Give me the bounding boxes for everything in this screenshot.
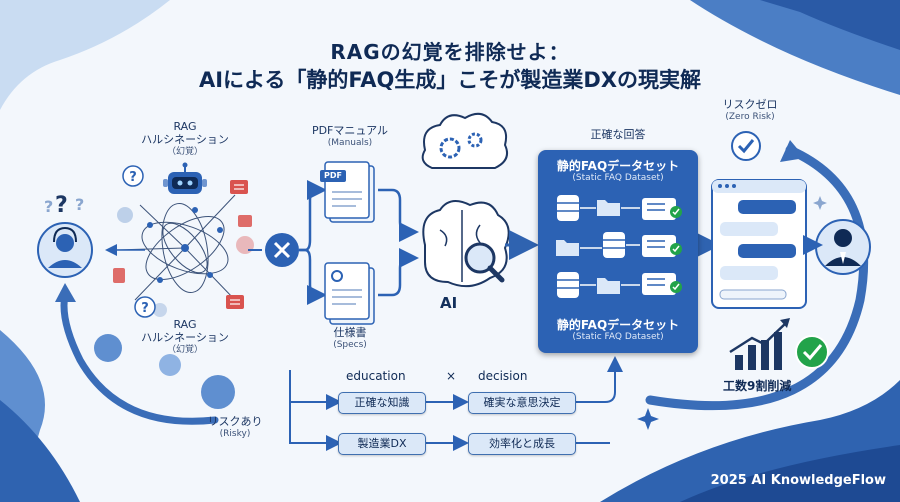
block-x-icon — [265, 233, 299, 267]
robot-icon — [163, 162, 207, 194]
decision-label: decision — [478, 369, 528, 383]
pdf-document-icon — [320, 161, 375, 223]
zero-risk-check-icon — [731, 131, 761, 161]
question-bubble-icon: ? ? — [122, 165, 156, 318]
ai-brain-icon — [422, 200, 510, 288]
specs-document-icon — [324, 262, 375, 325]
sparkle-icon — [637, 408, 659, 430]
faq-panel-title-top: 静的FAQデータセット — [556, 159, 680, 173]
folder-icon — [556, 200, 620, 294]
faq-panel-sub-top: (Static FAQ Dataset) — [572, 173, 664, 183]
growth-chart-icon — [729, 318, 790, 370]
footer-credit: 2025 AI KnowledgeFlow — [710, 473, 886, 488]
risky-swirl-arrow — [60, 291, 219, 425]
title-line-2: AIによる「静的FAQ生成」こそが製造業DXの現実解 — [198, 68, 702, 92]
support-user-avatar — [37, 222, 93, 278]
faq-panel-sub-bottom: (Static FAQ Dataset) — [572, 332, 664, 342]
cycle-arrow — [645, 145, 869, 411]
rag-top-label: RAG ハルシネーション （幻覚） — [141, 120, 229, 157]
title-line-1: RAGの幻覚を排除せよ： — [330, 40, 570, 64]
bg-wave-top-left — [0, 0, 170, 110]
manufacturing-dx-box: 製造業DX — [338, 433, 426, 455]
success-check-icon — [795, 335, 829, 369]
brain-gears-icon — [421, 112, 508, 169]
reliable-decision-box: 確実な意思決定 — [468, 392, 576, 414]
accurate-answer-label: 正確な回答 — [590, 128, 646, 141]
svg-text:?: ? — [44, 197, 53, 216]
database-icon — [557, 195, 625, 298]
effort-reduction-label: 工数9割削減 — [723, 379, 792, 393]
pdf-manual-label: PDFマニュアル (Manuals) — [311, 124, 389, 148]
efficiency-growth-box: 効率化と成長 — [468, 433, 576, 455]
pdf-tag: PDF — [324, 171, 342, 180]
question-marks-icon: ? — [55, 193, 68, 218]
education-label: education — [346, 369, 406, 383]
risky-label: リスクあり (Risky) — [207, 415, 263, 439]
ai-label: AI — [440, 294, 458, 312]
svg-text:?: ? — [141, 301, 149, 316]
chat-window-icon — [711, 179, 807, 309]
times-symbol: × — [446, 369, 457, 383]
zero-risk-label: リスクゼロ (Zero Risk) — [722, 98, 778, 122]
accurate-knowledge-box: 正確な知識 — [338, 392, 426, 414]
svg-text:?: ? — [129, 170, 137, 185]
warning-document-icon — [113, 180, 252, 309]
svg-text:?: ? — [75, 195, 84, 214]
specs-label: 仕様書 (Specs) — [333, 326, 367, 350]
faq-panel-title-bottom: 静的FAQデータセット — [556, 318, 680, 332]
rag-bottom-label: RAG ハルシネーション （幻覚） — [141, 318, 229, 355]
checklist-icon — [642, 198, 682, 295]
